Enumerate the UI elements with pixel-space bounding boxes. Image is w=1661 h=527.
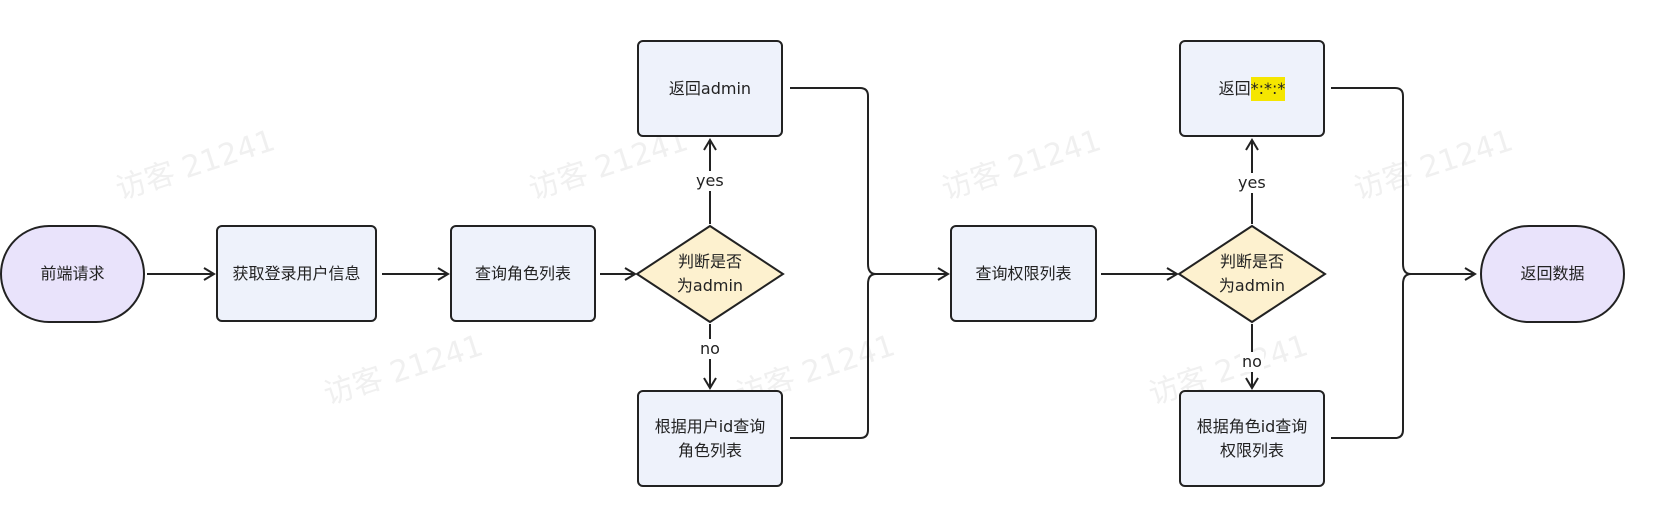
decision1-label: 判断是否 为admin [650,250,770,298]
yes-label-2: yes [1236,173,1268,193]
get-user-info-node: 获取登录用户信息 [216,225,377,322]
get-user-info-label: 获取登录用户信息 [232,263,361,283]
return-admin-node: 返回admin [637,40,783,137]
query-roles-node: 查询角色列表 [450,225,596,322]
end-label: 返回数据 [1520,264,1585,283]
query-perms-node: 查询权限列表 [950,225,1097,322]
roles-by-user-label-line1: 根据用户id查询 [654,416,766,436]
return-all-perms-prefix: 返回 [1218,78,1251,98]
edge-merge-2 [1331,87,1412,439]
decision1-label-line2: 为admin [676,276,744,295]
start-node: 前端请求 [0,225,145,323]
roles-by-user-label-line2: 角色列表 [677,440,742,460]
return-admin-label: 返回admin [668,78,752,98]
decision2-label: 判断是否 为admin [1192,250,1312,298]
decision-is-admin-2 [1177,224,1327,324]
end-node: 返回数据 [1480,225,1625,323]
perms-by-role-label-line2: 权限列表 [1219,440,1284,460]
perms-by-role-label-line1: 根据角色id查询 [1196,416,1308,436]
return-all-perms-node: 返回*:*:* [1179,40,1325,137]
roles-by-user-node: 根据用户id查询 角色列表 [637,390,783,487]
decision-is-admin-1 [635,224,785,324]
perms-by-role-node: 根据角色id查询 权限列表 [1179,390,1325,487]
start-label: 前端请求 [40,264,105,283]
no-label-1: no [698,339,722,359]
query-perms-label: 查询权限列表 [975,263,1072,283]
decision1-label-line1: 判断是否 [677,252,742,271]
no-label-2: no [1240,352,1264,372]
decision2-label-line1: 判断是否 [1219,252,1284,271]
query-roles-label: 查询角色列表 [474,263,571,283]
return-all-perms-highlight: *:*:* [1250,76,1286,101]
edge-merge-1 [790,87,877,439]
yes-label-1: yes [694,171,726,191]
decision2-label-line2: 为admin [1218,276,1286,295]
